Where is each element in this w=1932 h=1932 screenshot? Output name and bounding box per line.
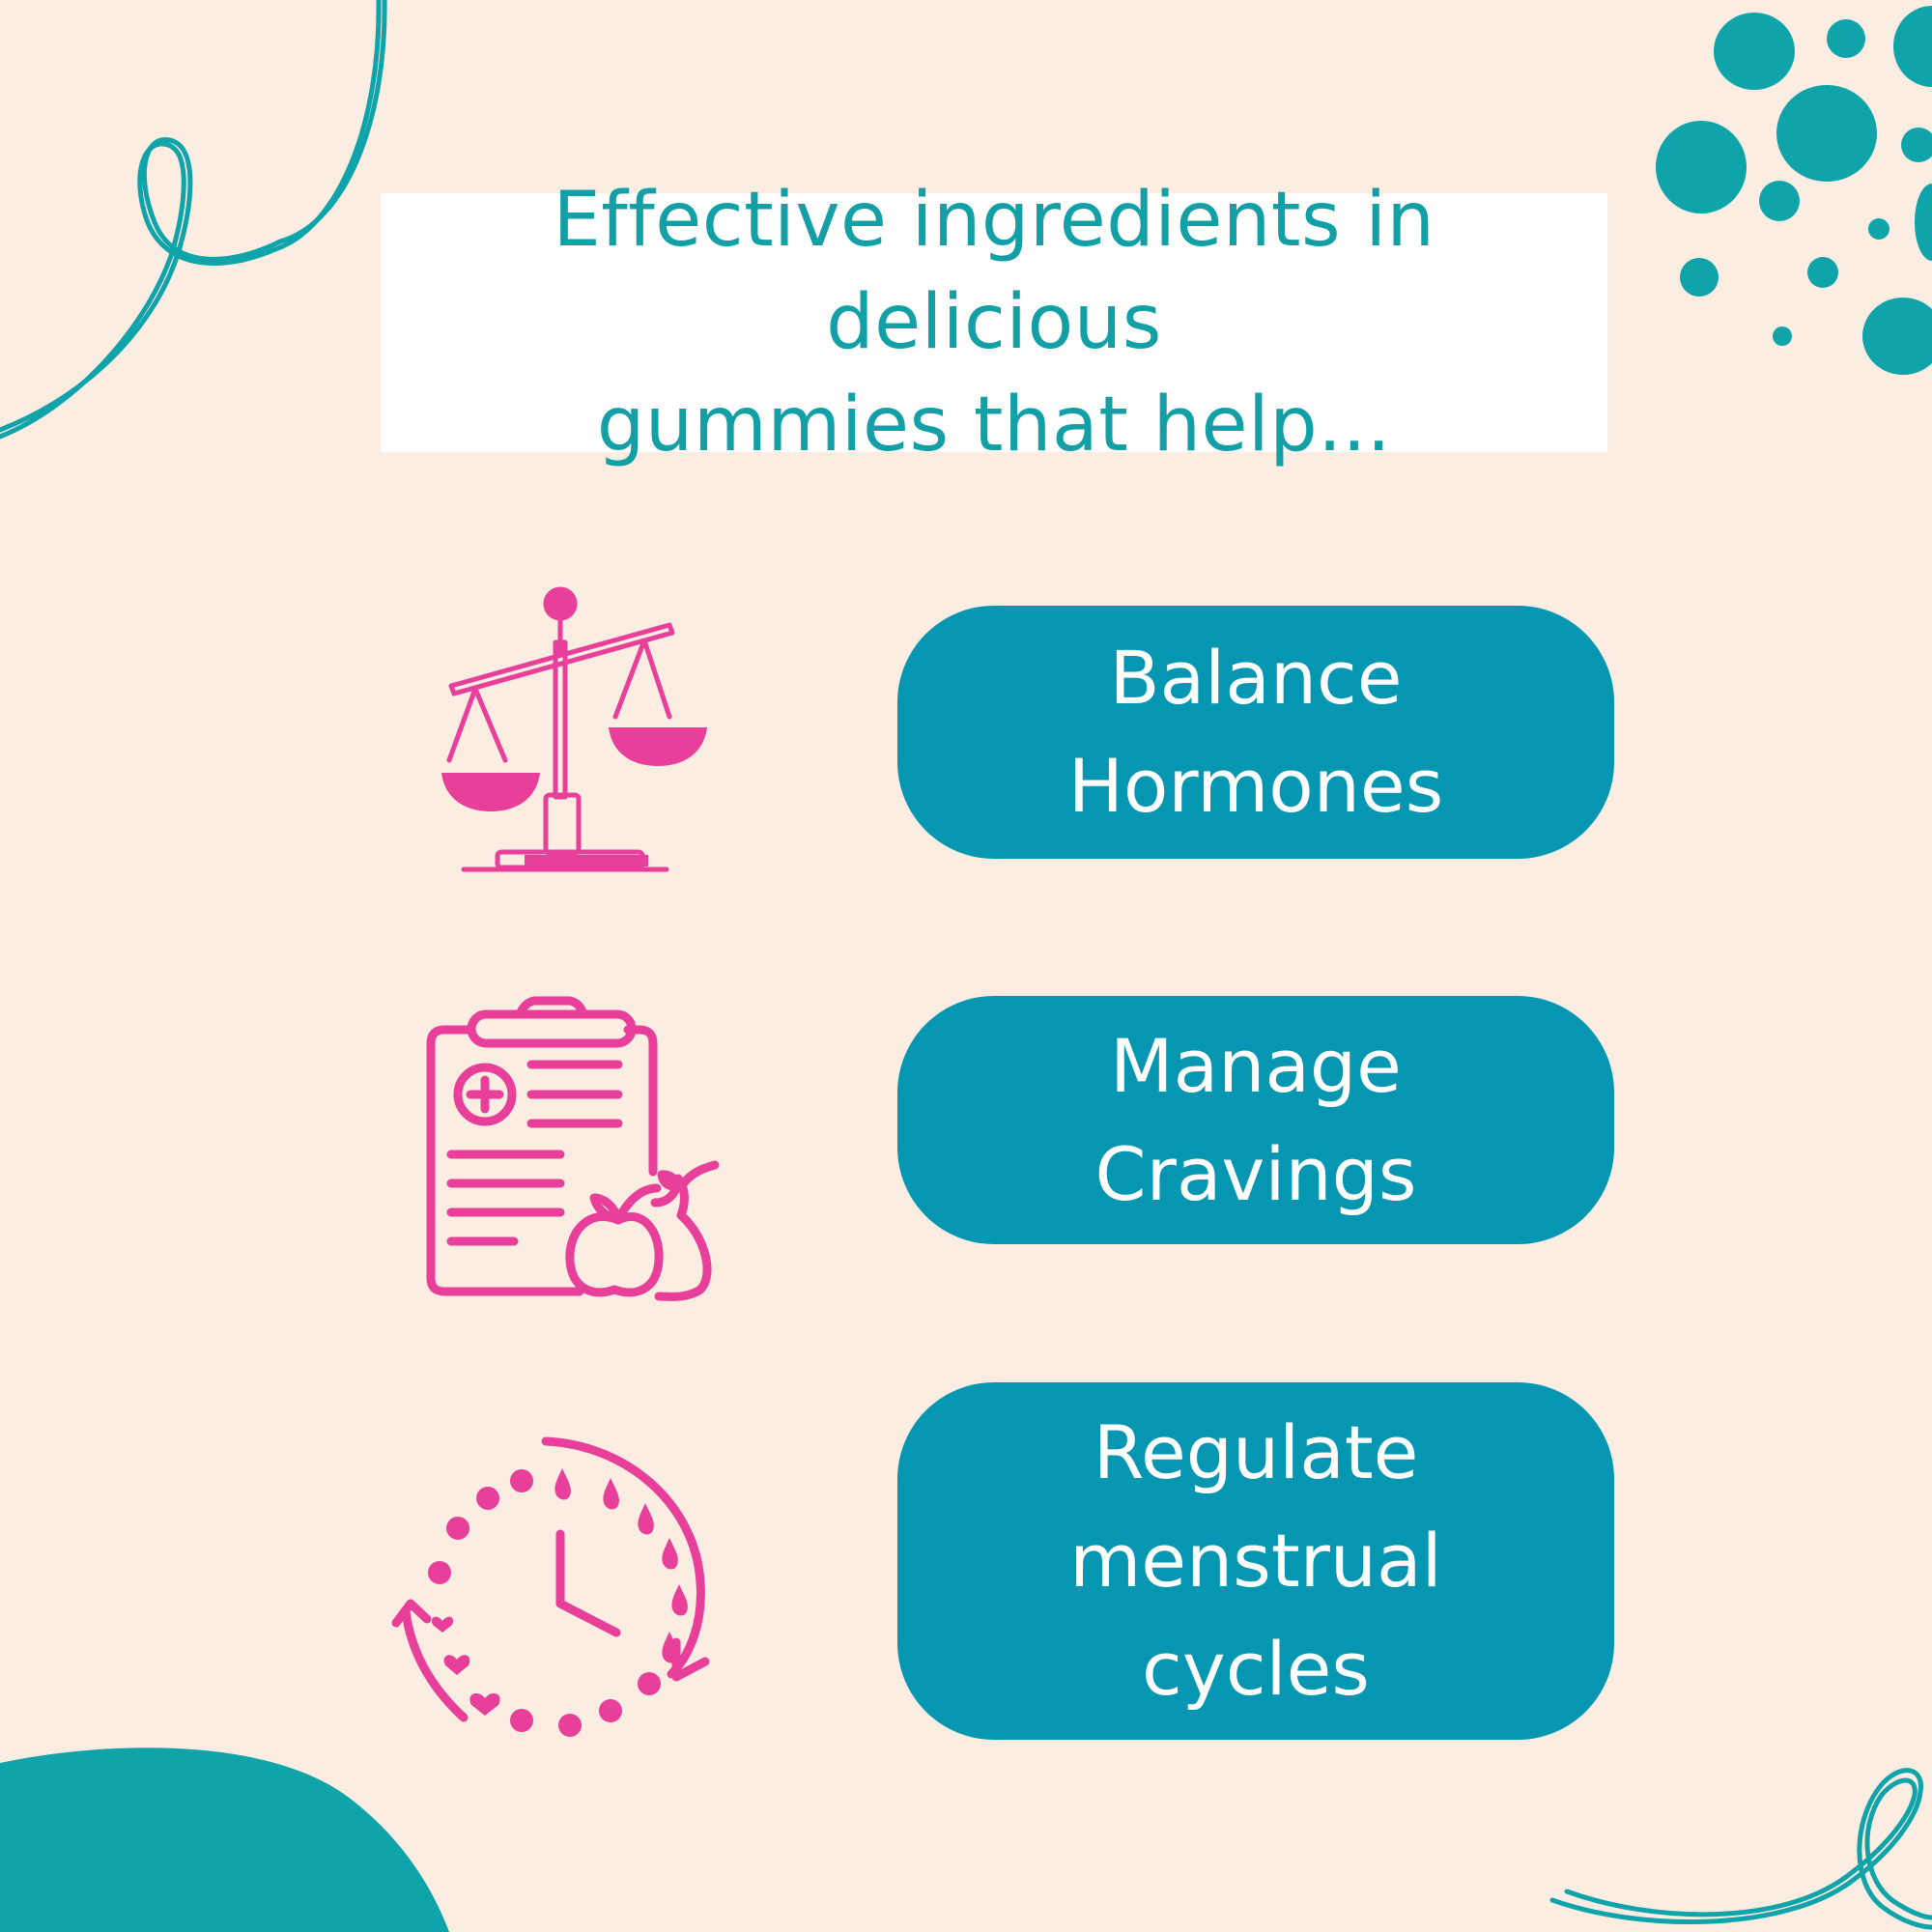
benefit-pill-regulate-cycles: Regulate menstrual cycles <box>897 1382 1614 1740</box>
benefit-line: Regulate <box>1093 1409 1419 1495</box>
title-line-1: Effective ingredients in delicious <box>553 177 1435 366</box>
bottom-left-blob <box>0 1747 449 1932</box>
benefit-line: Balance <box>1109 635 1403 721</box>
benefit-line: menstrual <box>1069 1518 1442 1604</box>
benefit-line: cycles <box>1141 1626 1370 1712</box>
benefit-pill-balance-hormones: Balance Hormones <box>897 606 1614 859</box>
cycle-clock-icon <box>391 1436 710 1737</box>
benefit-line: Hormones <box>1067 743 1444 829</box>
top-right-dots <box>1656 6 1932 375</box>
top-left-swirl <box>0 0 387 440</box>
title-line-2: gummies that help... <box>596 382 1392 469</box>
bottom-right-swirl <box>1549 1768 1932 1930</box>
header-box: Effective ingredients in delicious gummi… <box>381 177 1607 469</box>
benefit-line: Cravings <box>1094 1130 1417 1217</box>
page-title: Effective ingredients in delicious gummi… <box>381 169 1607 476</box>
clipboard-fruit-icon <box>426 996 720 1301</box>
benefit-line: Manage <box>1110 1022 1402 1109</box>
benefit-pill-manage-cravings: Manage Cravings <box>897 996 1614 1244</box>
balance-scale-icon <box>441 586 707 872</box>
